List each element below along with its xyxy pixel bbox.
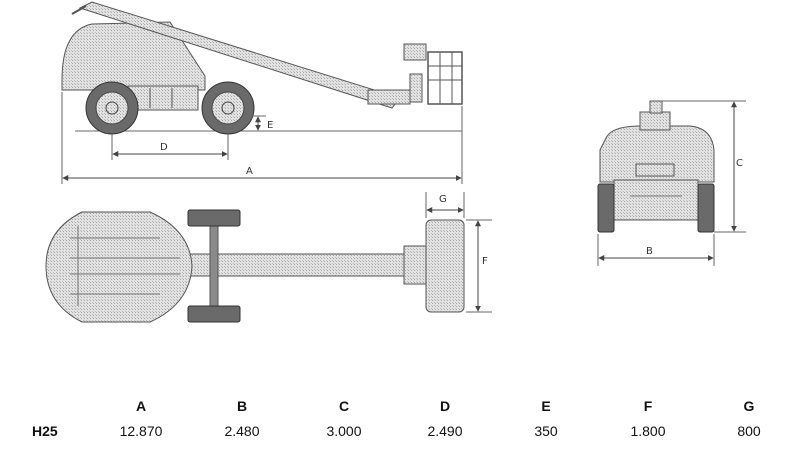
- dim-e: E: [248, 115, 273, 131]
- header-g: G: [743, 398, 755, 414]
- side-platform: [403, 43, 463, 105]
- dim-e-label: E: [267, 120, 273, 131]
- dim-a: A: [61, 92, 463, 184]
- dim-d: D: [111, 134, 229, 160]
- dim-c: C: [662, 100, 746, 233]
- header-e: E: [541, 398, 551, 414]
- value-f: 1.800: [630, 423, 666, 439]
- dim-g: G: [425, 192, 465, 218]
- header-d: D: [439, 398, 451, 414]
- front-view: C B: [597, 100, 746, 266]
- front-tire-right: [697, 183, 715, 233]
- top-tire-upper: [187, 209, 241, 227]
- front-tire-left: [597, 183, 615, 233]
- top-platform: [425, 219, 465, 313]
- header-a: A: [135, 398, 147, 414]
- dim-d-label: D: [160, 142, 168, 153]
- value-e: 350: [534, 423, 558, 439]
- top-body: [45, 211, 193, 323]
- side-jib: [367, 89, 411, 105]
- value-c: 3.000: [326, 423, 362, 439]
- dim-b: B: [597, 234, 715, 266]
- side-chassis: [127, 85, 199, 111]
- value-b: 2.480: [224, 423, 260, 439]
- header-b: B: [236, 398, 248, 414]
- dim-f: F: [466, 219, 492, 313]
- dim-a-label: A: [246, 166, 253, 177]
- value-d: 2.490: [427, 423, 463, 439]
- front-wheel: [201, 81, 255, 135]
- front-chassis: [613, 179, 699, 221]
- dim-c-label: C: [736, 158, 743, 169]
- header-f: F: [643, 398, 653, 414]
- side-view: E D A: [61, 1, 463, 184]
- header-c: C: [338, 398, 350, 414]
- top-view: G F: [45, 192, 492, 323]
- front-body: [599, 125, 715, 183]
- top-tire-lower: [187, 305, 241, 323]
- rear-wheel: [85, 81, 139, 135]
- side-body: [61, 21, 206, 91]
- dim-f-label: F: [482, 256, 488, 267]
- dim-g-label: G: [439, 194, 447, 205]
- value-g: 800: [737, 423, 761, 439]
- value-a: 12.870: [119, 423, 163, 439]
- dim-b-label: B: [646, 246, 653, 257]
- model-label: H25: [32, 423, 58, 439]
